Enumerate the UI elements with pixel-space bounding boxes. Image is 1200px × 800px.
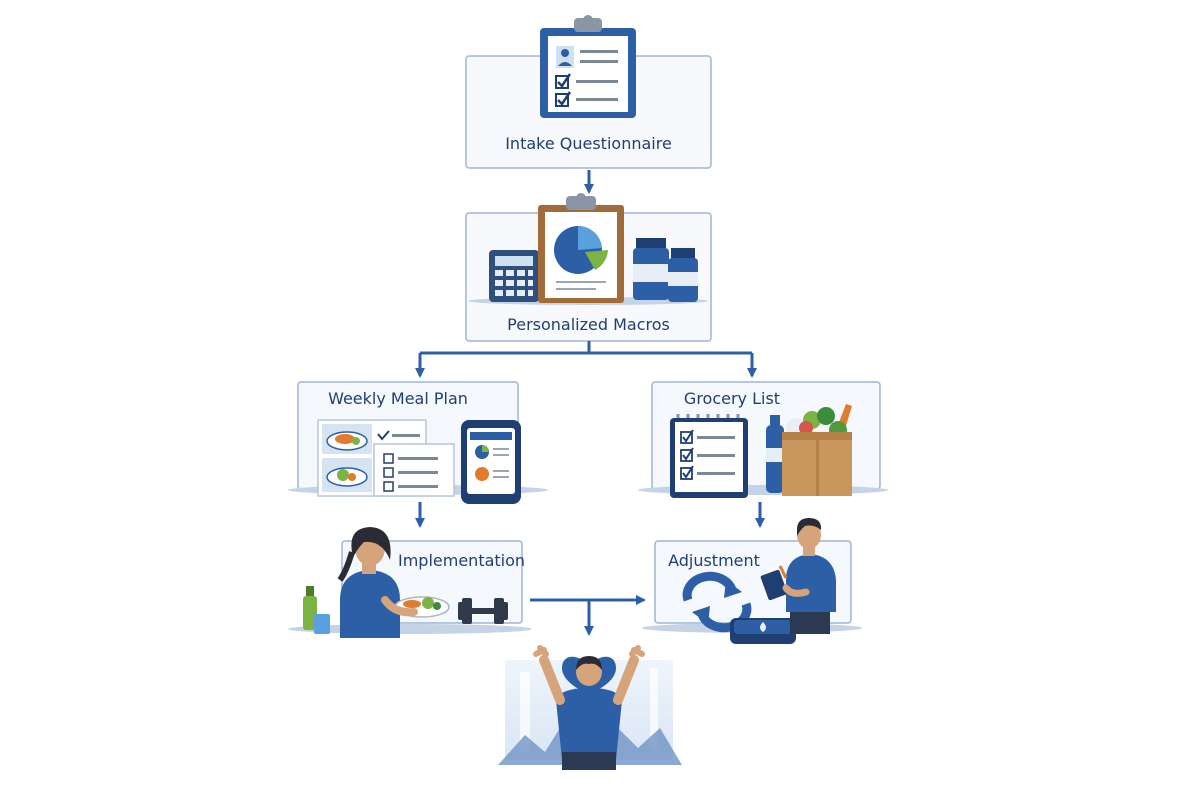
intake-node bbox=[465, 15, 712, 169]
bathroom-scale-icon bbox=[730, 618, 796, 644]
success-node bbox=[498, 645, 682, 770]
pie-chart-clipboard-icon bbox=[538, 193, 624, 303]
meal-plan-phone-icon bbox=[317, 419, 521, 504]
celebrating-person-heart-icon bbox=[533, 645, 645, 770]
calculator-icon bbox=[489, 250, 539, 302]
grocery-bag-checklist-icon bbox=[670, 404, 852, 498]
woman-with-plate-icon bbox=[303, 527, 508, 638]
adjustment-label: Adjustment bbox=[668, 551, 760, 570]
man-with-tablet-icon bbox=[760, 518, 836, 634]
connectors bbox=[415, 170, 765, 636]
intake-label: Intake Questionnaire bbox=[505, 134, 672, 153]
implementation-node bbox=[288, 527, 532, 638]
meal-plan-node bbox=[288, 381, 548, 504]
supplement-bottles-icon bbox=[633, 238, 698, 302]
grocery-label: Grocery List bbox=[683, 389, 781, 408]
grocery-node bbox=[638, 381, 888, 498]
meal-plan-label: Weekly Meal Plan bbox=[328, 389, 468, 408]
clipboard-questionnaire-icon bbox=[540, 15, 636, 118]
adjustment-node bbox=[642, 518, 862, 644]
macros-label: Personalized Macros bbox=[507, 315, 670, 334]
implementation-label: Implementation bbox=[398, 551, 526, 570]
macros-node bbox=[465, 193, 712, 342]
